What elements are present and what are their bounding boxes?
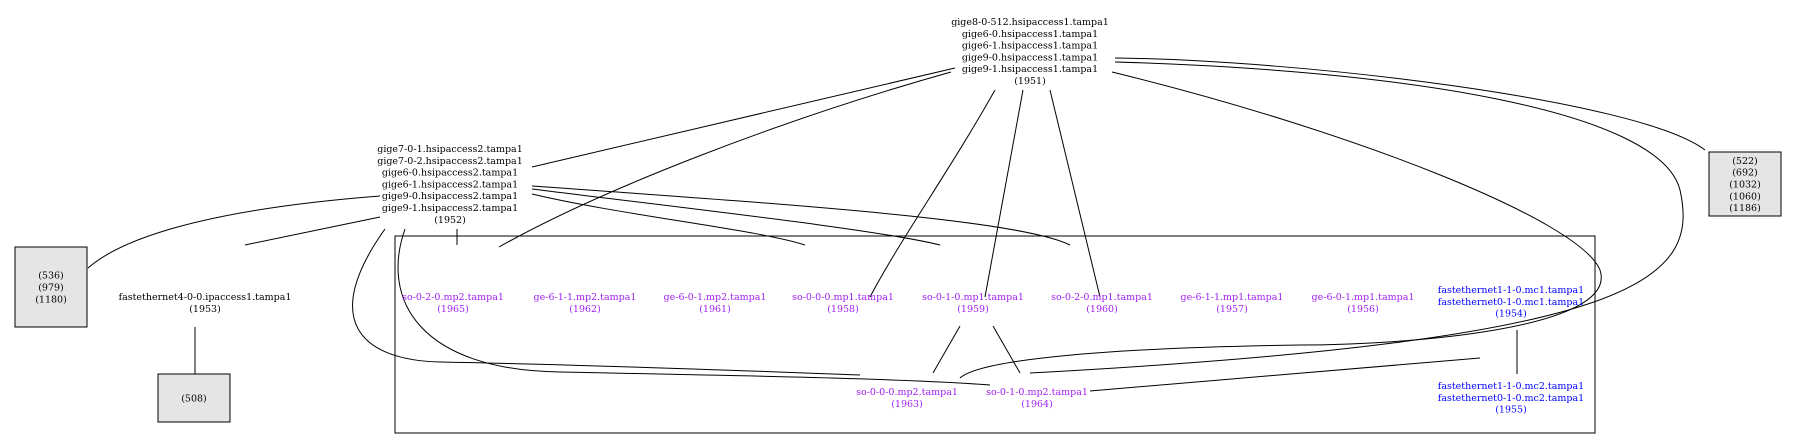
node-label-line: ge-6-0-1.mp1.tampa1: [1312, 292, 1415, 303]
node-label-line: (1954): [1495, 309, 1527, 320]
edge: [984, 89, 1024, 298]
edge: [531, 185, 1071, 246]
box-label-line: (692): [1732, 168, 1758, 179]
box-shape: [14, 246, 88, 328]
node-label-line: (1962): [569, 304, 601, 315]
box-label-line: (1032): [1729, 180, 1761, 191]
edge: [1049, 89, 1101, 298]
box-label-line: (1186): [1729, 203, 1761, 214]
node-label-line: so-0-0-0.mp2.tampa1: [856, 387, 958, 398]
node-label-line: so-0-0-0.mp1.tampa1: [792, 292, 894, 303]
node-label-line: ge-6-1-1.mp1.tampa1: [1181, 292, 1284, 303]
node-label-line: so-0-2-0.mp2.tampa1: [402, 292, 504, 303]
node-label-line: (1963): [891, 399, 923, 410]
node-1952: gige7-0-1.hsipaccess2.tampa1gige7-0-2.hs…: [377, 144, 523, 226]
node-label-line: (1959): [957, 304, 989, 315]
node-label-line: gige6-1.hsipaccess1.tampa1: [962, 41, 1098, 52]
node-1951: gige8-0-512.hsipaccess1.tampa1gige6-0.hs…: [951, 17, 1109, 87]
node-label-line: ge-6-1-1.mp2.tampa1: [534, 292, 637, 303]
box-shape: [1708, 151, 1782, 217]
node-1959: so-0-1-0.mp1.tampa1(1959): [922, 292, 1024, 315]
box-label-line: (979): [38, 283, 64, 294]
edge: [531, 188, 941, 246]
node-1961: ge-6-0-1.mp2.tampa1(1961): [664, 292, 767, 315]
box-label-line: (536): [38, 271, 64, 282]
node-label-line: (1957): [1216, 304, 1248, 315]
node-label-line: (1951): [1014, 76, 1046, 87]
node-label-line: (1961): [699, 304, 731, 315]
node-1965: so-0-2-0.mp2.tampa1(1965): [402, 292, 504, 315]
box-shape: [157, 373, 231, 423]
node-1958: so-0-0-0.mp1.tampa1(1958): [792, 292, 894, 315]
node-label-line: gige6-0.hsipaccess1.tampa1: [962, 29, 1098, 40]
node-1963: so-0-0-0.mp2.tampa1(1963): [856, 387, 958, 410]
node-label-line: so-0-1-0.mp2.tampa1: [986, 387, 1088, 398]
node-label-line: so-0-2-0.mp1.tampa1: [1051, 292, 1153, 303]
box-right: (522)(692)(1032)(1060)(1186): [1708, 151, 1782, 217]
edge: [869, 89, 996, 298]
node-label-line: gige7-0-1.hsipaccess2.tampa1: [377, 144, 523, 155]
edge: [531, 67, 956, 168]
node-1960: so-0-2-0.mp1.tampa1(1960): [1051, 292, 1153, 315]
edge: [959, 71, 1602, 379]
node-label-line: gige9-1.hsipaccess1.tampa1: [962, 64, 1098, 75]
node-1955: fastethernet1-1-0.mc2.tampa1fastethernet…: [1438, 381, 1584, 416]
box-label-line: (1060): [1729, 191, 1761, 202]
box-bottom: (508): [157, 373, 231, 423]
node-label-line: fastethernet4-0-0.ipaccess1.tampa1: [119, 292, 292, 303]
node-1956: ge-6-0-1.mp1.tampa1(1956): [1312, 292, 1415, 315]
node-1954: fastethernet1-1-0.mc1.tampa1fastethernet…: [1438, 285, 1584, 320]
node-label-line: (1956): [1347, 304, 1379, 315]
node-1964: so-0-1-0.mp2.tampa1(1964): [986, 387, 1088, 410]
node-label-line: gige8-0-512.hsipaccess1.tampa1: [951, 17, 1109, 28]
edge: [397, 228, 991, 386]
node-label-line: (1955): [1495, 405, 1527, 416]
box-label-line: (508): [181, 394, 207, 405]
node-label-line: fastethernet0-1-0.mc2.tampa1: [1438, 393, 1584, 404]
node-label-line: (1964): [1021, 399, 1053, 410]
node-label-line: (1958): [827, 304, 859, 315]
node-label-line: gige6-0.hsipaccess2.tampa1: [382, 168, 518, 179]
edge: [531, 193, 806, 246]
edge: [1089, 357, 1481, 392]
box-left: (536)(979)(1180): [14, 246, 88, 328]
node-label-line: (1952): [434, 215, 466, 226]
edge: [498, 71, 952, 248]
edge: [87, 195, 381, 269]
node-label-line: (1965): [437, 304, 469, 315]
node-label-line: ge-6-0-1.mp2.tampa1: [664, 292, 767, 303]
node-label-line: (1953): [189, 304, 221, 315]
node-label-line: gige9-0.hsipaccess2.tampa1: [382, 191, 518, 202]
node-label-line: gige7-0-2.hsipaccess2.tampa1: [377, 156, 523, 167]
node-label-line: fastethernet1-1-0.mc1.tampa1: [1438, 285, 1584, 296]
node-label-line: gige9-0.hsipaccess1.tampa1: [962, 52, 1098, 63]
node-label-line: gige6-1.hsipaccess2.tampa1: [382, 179, 518, 190]
cluster-frame: [394, 235, 1596, 434]
box-label-line: (522): [1732, 156, 1758, 167]
node-label-line: so-0-1-0.mp1.tampa1: [922, 292, 1024, 303]
node-label-line: gige9-1.hsipaccess2.tampa1: [382, 203, 518, 214]
node-label-line: (1960): [1086, 304, 1118, 315]
edge: [352, 228, 861, 376]
edge: [1114, 57, 1706, 151]
edge: [1029, 61, 1684, 374]
node-1957: ge-6-1-1.mp1.tampa1(1957): [1181, 292, 1284, 315]
box-label-line: (1180): [35, 294, 67, 305]
nodes: gige8-0-512.hsipaccess1.tampa1gige6-0.hs…: [119, 17, 1585, 416]
boxes: (522)(692)(1032)(1060)(1186)(536)(979)(1…: [14, 151, 1782, 423]
edge: [932, 325, 961, 374]
node-label-line: fastethernet1-1-0.mc2.tampa1: [1438, 381, 1584, 392]
node-label-line: fastethernet0-1-0.mc1.tampa1: [1438, 297, 1584, 308]
node-1953: fastethernet4-0-0.ipaccess1.tampa1(1953): [119, 292, 292, 315]
node-1962: ge-6-1-1.mp2.tampa1(1962): [534, 292, 637, 315]
edge: [992, 325, 1021, 374]
edge: [244, 216, 381, 246]
edges: [87, 57, 1706, 392]
